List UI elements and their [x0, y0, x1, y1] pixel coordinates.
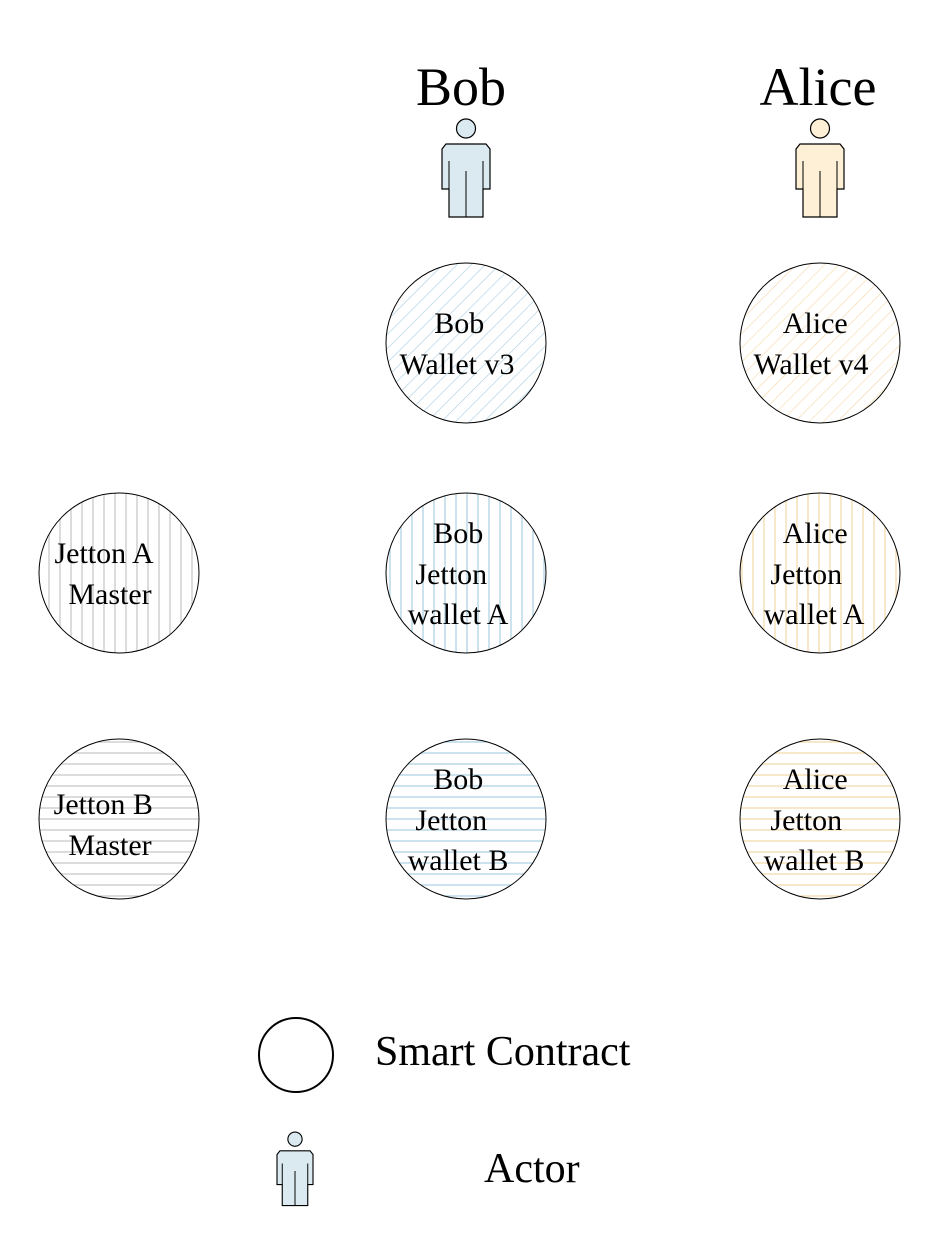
node-label-line: Wallet v3 — [399, 348, 514, 381]
node-label-line: wallet A — [764, 598, 865, 631]
node-label-line: Jetton B — [54, 788, 153, 821]
node-label-line: Jetton — [770, 558, 842, 591]
svg-text:Alice Wallet v4: Alice Wallet v4 — [753, 307, 868, 381]
legend-smart-contract-label: Smart Contract — [375, 1029, 631, 1075]
node-label-line: Jetton A — [54, 537, 154, 570]
svg-text:Bob Jetton wallet: Bob Jetton wallet B — [408, 763, 509, 877]
node-label-line: Jetton — [415, 558, 487, 591]
legend-smart-contract: Smart Contract — [258, 1017, 631, 1093]
legend-actor: Actor — [276, 1131, 580, 1207]
node-bob-wallet: Bob Wallet v3 — [385, 262, 547, 424]
node-label-line: Alice — [783, 307, 848, 340]
legend: Smart Contract Actor — [258, 1017, 631, 1207]
node-label-line: Bob — [434, 307, 484, 340]
svg-text:Bob Jetton wallet: Bob Jetton wallet A — [408, 517, 509, 631]
node-label-line: Alice — [783, 763, 848, 796]
node-jetton-a-master: Jetton A Master — [38, 492, 200, 654]
actor-alice: Alice — [760, 57, 877, 218]
node-label-line: Jetton — [415, 804, 487, 837]
svg-text:Jetton B Master: Jetton B Master — [54, 788, 161, 862]
actor-bob-icon — [441, 118, 491, 218]
actor-alice-name: Alice — [760, 57, 877, 117]
smart-contract-icon — [258, 1017, 334, 1093]
node-label-line: Wallet v4 — [753, 348, 868, 381]
node-label-line: Alice — [783, 517, 848, 550]
node-bob-jetton-wallet-b: Bob Jetton wallet B — [385, 738, 547, 900]
node-alice-jetton-wallet-b: Alice Jetton wallet B — [739, 738, 901, 900]
node-label-line: Master — [68, 829, 151, 862]
legend-actor-label: Actor — [484, 1146, 580, 1192]
node-alice-wallet: Alice Wallet v4 — [739, 262, 901, 424]
node-label-line: wallet A — [408, 598, 509, 631]
node-label-line: wallet B — [764, 844, 865, 877]
svg-text:Alice Jetton walle: Alice Jetton wallet B — [764, 763, 865, 877]
actor-icon — [276, 1131, 314, 1207]
node-label-line: Bob — [433, 763, 483, 796]
actor-bob: Bob — [416, 57, 506, 218]
node-bob-jetton-wallet-a: Bob Jetton wallet A — [385, 492, 547, 654]
actor-bob-name: Bob — [416, 57, 506, 117]
node-alice-jetton-wallet-a: Alice Jetton wallet A — [739, 492, 901, 654]
svg-text:Alice Jetton walle: Alice Jetton wallet A — [764, 517, 865, 631]
svg-text:Bob Wallet v3: Bob Wallet v3 — [399, 307, 514, 381]
node-label-line: Master — [68, 578, 151, 611]
node-label-line: Jetton — [770, 804, 842, 837]
node-label-line: wallet B — [408, 844, 509, 877]
node-jetton-b-master: Jetton B Master — [38, 738, 200, 900]
node-label-line: Bob — [433, 517, 483, 550]
svg-text:Jetton A Master: Jetton A Master — [54, 537, 159, 611]
actor-alice-icon — [795, 118, 845, 218]
